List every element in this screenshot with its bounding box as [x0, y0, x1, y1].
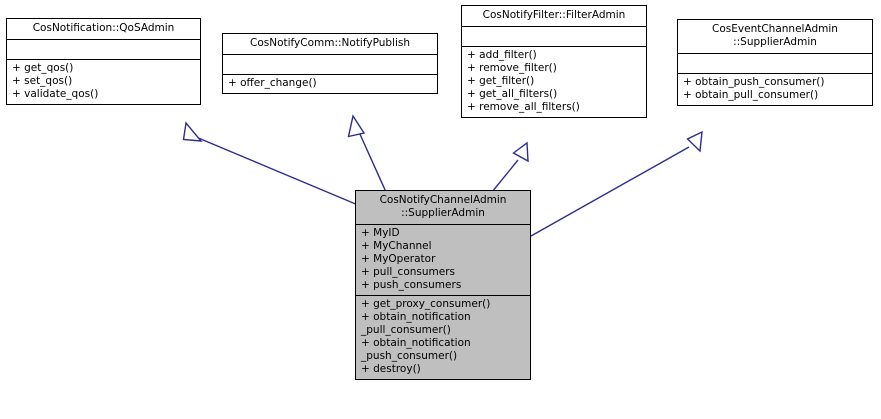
class-attributes-filter-admin: [462, 27, 646, 47]
class-member: + obtain_notification _pull_consumer(): [361, 311, 471, 336]
class-member: + MyOperator: [361, 253, 436, 265]
class-attributes-notify-supplier-admin: + MyID + MyChannel + MyOperator + pull_c…: [356, 225, 530, 296]
class-title-notify-supplier-admin: CosNotifyChannelAdmin ::SupplierAdmin: [356, 191, 530, 225]
class-operations-notify-publish: + offer_change(): [223, 75, 437, 93]
class-member: + get_proxy_consumer(): [361, 298, 491, 310]
class-operations-qos-admin: + get_qos() + set_qos() + validate_qos(): [7, 60, 200, 104]
edge-to-notify-publish: [347, 114, 387, 193]
class-member: + push_consumers: [361, 279, 462, 291]
class-attributes-notify-publish: [223, 55, 437, 75]
class-member: + add_filter(): [467, 49, 537, 61]
class-title-notify-publish: CosNotifyComm::NotifyPublish: [223, 34, 437, 55]
class-attributes-event-supplier-admin: [678, 54, 872, 74]
class-operations-event-supplier-admin: + obtain_push_consumer() + obtain_pull_c…: [678, 74, 872, 105]
class-member: + pull_consumers: [361, 266, 455, 278]
class-member: + obtain_push_consumer(): [683, 76, 825, 88]
class-box-notify-supplier-admin[interactable]: CosNotifyChannelAdmin ::SupplierAdmin + …: [355, 190, 531, 380]
class-member: + get_all_filters(): [467, 88, 558, 100]
class-member: + MyID: [361, 227, 400, 239]
class-member: + obtain_notification _push_consumer(): [361, 337, 471, 362]
class-box-notify-publish[interactable]: CosNotifyComm::NotifyPublish + offer_cha…: [222, 33, 438, 94]
class-title-filter-admin: CosNotifyFilter::FilterAdmin: [462, 6, 646, 27]
class-title-qos-admin: CosNotification::QoSAdmin: [7, 19, 200, 40]
edge-to-qos-admin: [182, 121, 359, 206]
class-member: + validate_qos(): [12, 88, 99, 100]
class-member: + remove_filter(): [467, 62, 557, 74]
class-attributes-qos-admin: [7, 40, 200, 60]
class-operations-notify-supplier-admin: + get_proxy_consumer() + obtain_notifica…: [356, 296, 530, 379]
class-member: + MyChannel: [361, 240, 432, 252]
class-box-qos-admin[interactable]: CosNotification::QoSAdmin + get_qos() + …: [6, 18, 201, 105]
edge-to-filter-admin: [491, 141, 529, 193]
class-member: + set_qos(): [12, 75, 73, 87]
class-box-event-supplier-admin[interactable]: CosEventChannelAdmin ::SupplierAdmin + o…: [677, 19, 873, 106]
class-member: + get_filter(): [467, 75, 535, 87]
edge-to-event-supplier-admin: [530, 130, 703, 237]
class-member: + obtain_pull_consumer(): [683, 89, 819, 101]
class-member: + remove_all_filters(): [467, 101, 580, 113]
class-member: + get_qos(): [12, 62, 74, 74]
class-member: + destroy(): [361, 363, 421, 375]
class-title-event-supplier-admin: CosEventChannelAdmin ::SupplierAdmin: [678, 20, 872, 54]
class-box-filter-admin[interactable]: CosNotifyFilter::FilterAdmin + add_filte…: [461, 5, 647, 118]
class-operations-filter-admin: + add_filter() + remove_filter() + get_f…: [462, 47, 646, 117]
class-member: + offer_change(): [228, 77, 317, 89]
